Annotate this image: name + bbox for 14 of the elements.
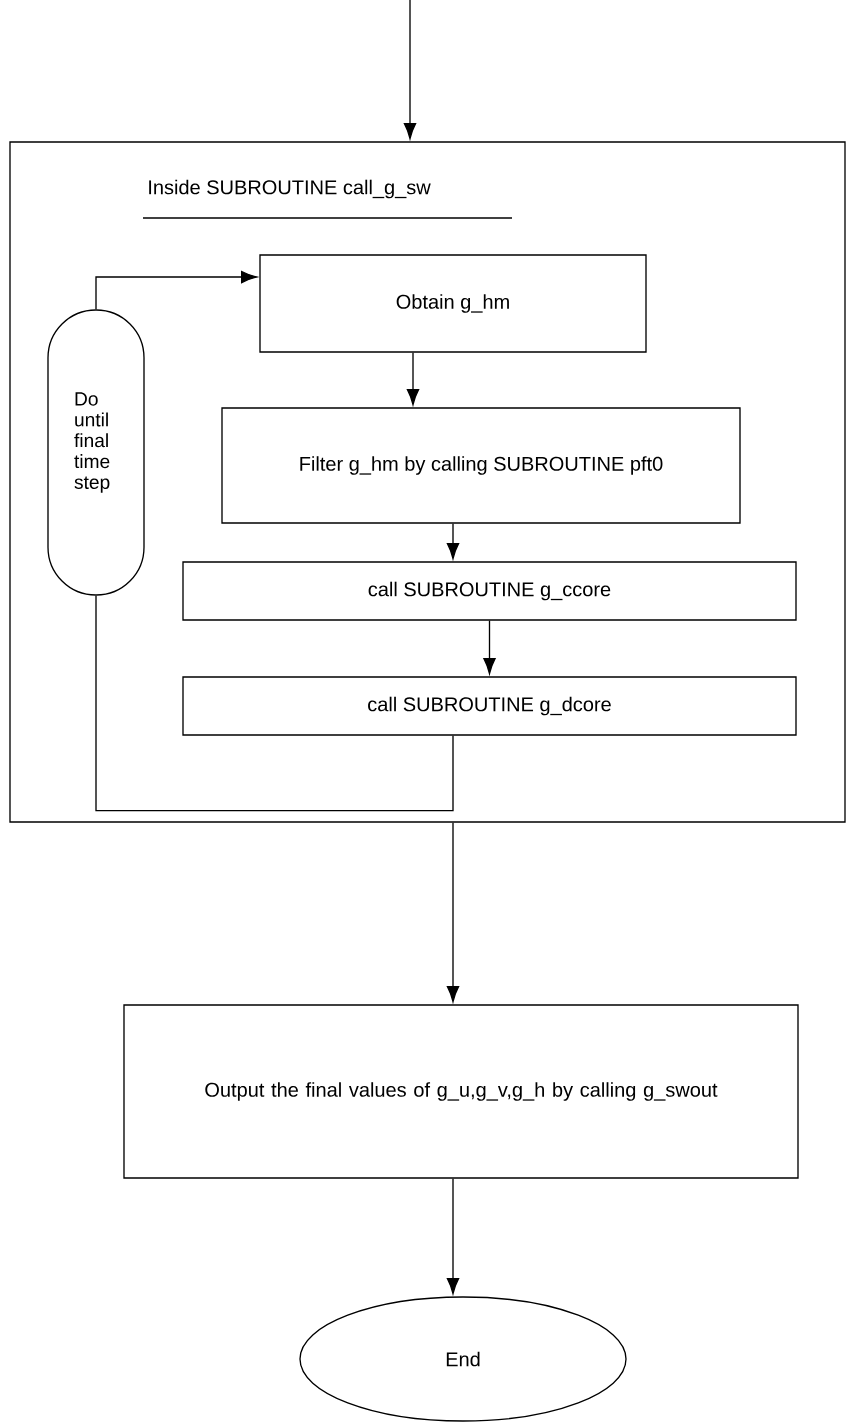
process-box: Output the final values of g_u,g_v,g_h by calling g_swout	[123, 1004, 799, 1179]
process-box: Obtain g_hm	[259, 254, 647, 353]
arrow	[483, 620, 496, 675]
arrow	[446, 822, 460, 1003]
end-terminator: End	[299, 1296, 627, 1422]
process-box: call SUBROUTINE g_dcore	[182, 676, 797, 736]
process-box: Filter g_hm by calling SUBROUTINE pft0	[221, 407, 741, 524]
arrow	[406, 352, 420, 406]
arrow	[95, 270, 258, 310]
arrow	[446, 523, 460, 560]
arrow	[446, 1178, 460, 1295]
loop-terminator: Do until final time step	[47, 309, 145, 596]
arrow	[403, 0, 417, 140]
process-box: call SUBROUTINE g_ccore	[182, 561, 797, 621]
